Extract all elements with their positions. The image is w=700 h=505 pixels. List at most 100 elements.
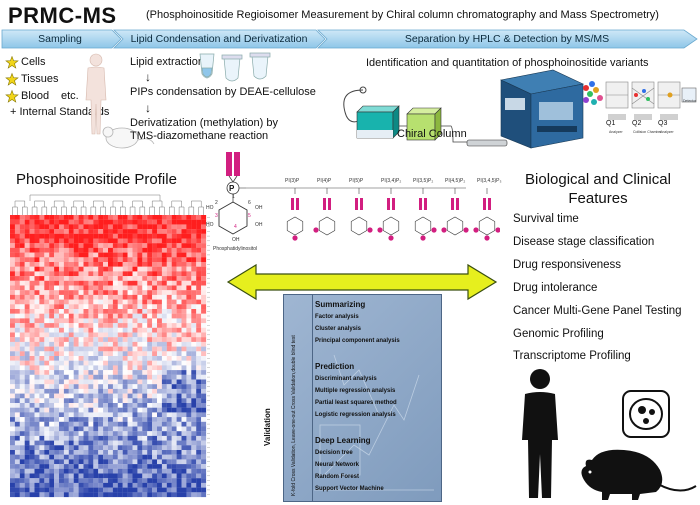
heatmap-cell	[34, 360, 40, 366]
heatmap-cell	[59, 294, 64, 300]
heatmap-cell	[171, 327, 177, 333]
dendrogram-branch	[100, 206, 106, 215]
heatmap-cell	[157, 252, 162, 258]
heatmap-cell	[142, 478, 148, 483]
heatmap-cell	[44, 332, 50, 338]
heatmap-cell	[103, 403, 109, 408]
heatmap-cell	[49, 393, 55, 399]
heatmap-cell	[157, 309, 162, 314]
heatmap-cell	[34, 323, 40, 328]
heatmap-cell	[108, 450, 113, 455]
heatmap-cell	[186, 370, 192, 375]
heatmap-cell	[59, 388, 64, 394]
heatmap-cell	[73, 323, 79, 328]
heatmap-cell	[201, 247, 207, 253]
heatmap-cell	[176, 450, 182, 455]
heatmap-cell	[117, 478, 123, 483]
dendrogram-branch	[34, 200, 45, 207]
heatmap-cell	[181, 238, 187, 244]
heatmap-cell	[157, 280, 162, 286]
heatmap-cell	[54, 440, 60, 446]
heatmap-cell	[112, 412, 118, 418]
heatmap-cell	[103, 379, 109, 385]
heatmap-cell	[157, 271, 162, 277]
heatmap-cell	[152, 435, 158, 441]
heatmap-cell	[78, 243, 84, 248]
heatmap-cell	[88, 341, 94, 347]
heatmap-cell	[93, 435, 99, 441]
heatmap-cell	[117, 337, 123, 342]
heatmap-cell	[14, 337, 20, 342]
heatmap-cell	[181, 257, 187, 263]
heatmap-cell	[24, 327, 30, 333]
heatmap-cell	[54, 454, 60, 460]
method-item: Support Vector Machine	[315, 486, 384, 492]
heatmap-cell	[93, 374, 99, 380]
heatmap-cell	[54, 257, 60, 263]
heatmap-cell	[191, 252, 197, 258]
heatmap-cell	[63, 313, 69, 319]
heatmap-cell	[19, 318, 25, 324]
heatmap-cell	[63, 215, 69, 220]
heatmap-cell	[137, 384, 143, 389]
heatmap-cell	[137, 431, 143, 436]
dendrogram-branch	[14, 200, 26, 207]
heatmap-cell	[132, 271, 138, 277]
heatmap-cell	[142, 327, 148, 333]
heatmap-cell	[147, 370, 153, 375]
heatmap-cell	[14, 478, 20, 483]
heatmap-cell	[152, 215, 158, 220]
heatmap-cell	[10, 393, 15, 399]
heatmap-cell	[59, 356, 64, 361]
heatmap-cell	[181, 487, 187, 493]
heatmap-cell	[166, 224, 172, 230]
heatmap-cell	[59, 374, 64, 380]
heatmap-cell	[73, 280, 79, 286]
heatmap-cell	[161, 365, 167, 371]
heatmap-cell	[181, 247, 187, 253]
heatmap-cell	[103, 332, 109, 338]
lipid-tail-icon	[483, 198, 486, 210]
heatmap-cell	[166, 219, 172, 225]
heatmap-cell	[127, 468, 133, 474]
ring-number-6: 6	[248, 200, 251, 206]
heatmap-cell	[68, 238, 74, 244]
heatmap-cell	[19, 294, 25, 300]
heatmap-cell	[108, 327, 113, 333]
heatmap-cell	[98, 445, 104, 451]
heatmap-cell	[191, 360, 197, 366]
heatmap-cell	[127, 323, 133, 328]
dendrogram-branch	[53, 200, 65, 207]
heatmap-cell	[191, 327, 197, 333]
heatmap-cell	[63, 473, 69, 479]
heatmap-cell	[14, 262, 20, 267]
heatmap-cell	[10, 332, 15, 338]
heatmap-cell	[132, 327, 138, 333]
heatmap-cell	[24, 450, 30, 455]
heatmap-cell	[34, 252, 40, 258]
heatmap-cell	[171, 341, 177, 347]
heatmap-cell	[59, 271, 64, 277]
heatmap-cell	[112, 379, 118, 385]
heatmap-cell	[186, 313, 192, 319]
heatmap-cell	[122, 473, 128, 479]
heatmap-cell	[166, 346, 172, 352]
heatmap-cell	[49, 233, 55, 239]
heatmap-cell	[29, 224, 35, 230]
heatmap-cell	[176, 468, 182, 474]
heatmap-cell	[186, 417, 192, 422]
heatmap-cell	[103, 346, 109, 352]
heatmap-cell	[59, 299, 64, 305]
heatmap-cell	[49, 487, 55, 493]
heatmap-cell	[117, 431, 123, 436]
heatmap-cell	[201, 388, 207, 394]
heatmap-cell	[34, 407, 40, 413]
heatmap-cell	[201, 365, 207, 371]
heatmap-cell	[152, 492, 158, 498]
pip-profile-title: Phosphoinositide Profile	[16, 171, 177, 188]
heatmap-cell	[63, 229, 69, 234]
heatmap-cell	[166, 388, 172, 394]
heatmap-cell	[157, 332, 162, 338]
star-icons	[5, 56, 19, 103]
heatmap-cell	[63, 356, 69, 361]
